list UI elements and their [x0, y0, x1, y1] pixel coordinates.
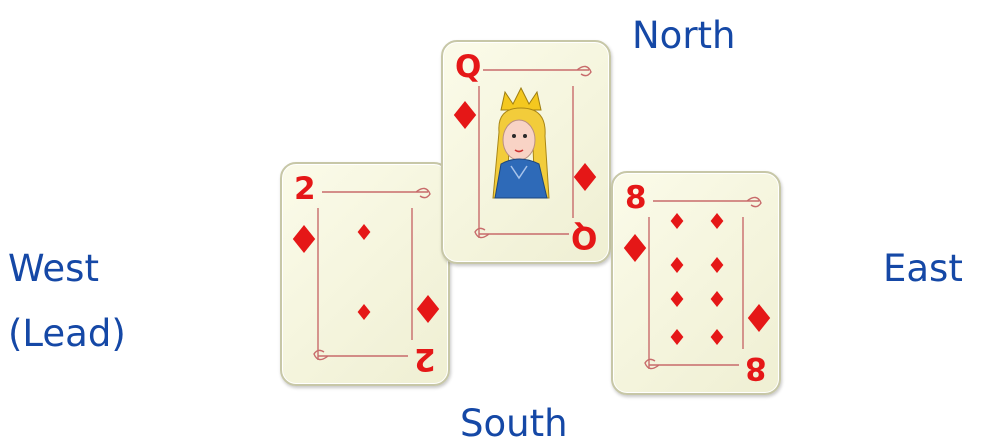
card-east-8-diamonds[interactable]: 8 8 — [611, 171, 781, 395]
diamond-suit-icon — [453, 101, 477, 129]
diamond-pip — [357, 304, 371, 320]
card-rank: 2 — [294, 171, 316, 207]
lead-indicator: (Lead) — [8, 312, 126, 355]
card-west-2-diamonds[interactable]: 2 2 — [280, 162, 450, 386]
diamond-suit-icon — [623, 234, 647, 262]
card-rank: Q — [455, 49, 482, 85]
diamond-pip — [670, 257, 684, 273]
card-face — [453, 65, 597, 239]
diamond-suit-icon — [573, 163, 597, 191]
diamond-pip — [710, 257, 724, 273]
seat-label-west: West — [8, 247, 99, 290]
card-rank-inverted: Q — [570, 219, 597, 255]
diamond-suit-icon — [416, 295, 440, 323]
diamond-pip — [670, 291, 684, 307]
diamond-suit-icon — [747, 304, 771, 332]
diamond-pip — [710, 213, 724, 229]
card-rank-inverted: 2 — [414, 341, 436, 377]
queen-figure-icon — [492, 86, 550, 199]
card-rank: 8 — [625, 180, 647, 216]
diamond-pip — [710, 291, 724, 307]
seat-label-east: East — [883, 247, 963, 290]
card-rank-inverted: 8 — [745, 350, 767, 386]
card-north-queen-diamonds[interactable]: Q Q — [441, 40, 611, 264]
seat-label-south: South — [460, 402, 568, 445]
diamond-pip — [670, 213, 684, 229]
diamond-pip — [357, 224, 371, 240]
diamond-suit-icon — [292, 225, 316, 253]
diamond-pip — [670, 329, 684, 345]
seat-label-north: North — [632, 14, 736, 57]
diamond-pip — [710, 329, 724, 345]
